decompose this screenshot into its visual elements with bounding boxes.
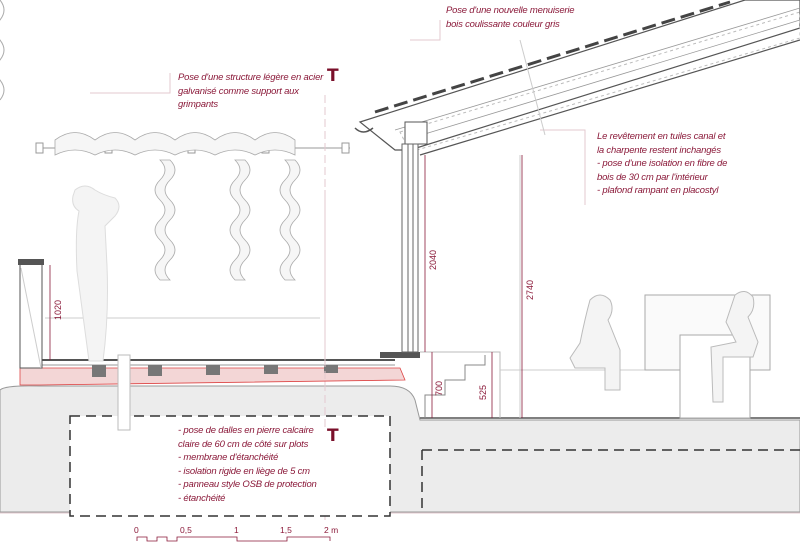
climbing-plants (0, 0, 5, 101)
dimension-ceiling: 2740 (525, 279, 535, 300)
scale-bar (136, 536, 331, 542)
pedestal (324, 365, 338, 373)
pedestal (92, 365, 106, 377)
terrace-build-up (19, 352, 420, 431)
roof (354, 0, 800, 156)
scale-label: 1,5 (280, 525, 292, 535)
scale-label: 0 (134, 525, 139, 535)
section-mark-bottom: T (327, 426, 339, 446)
scale-label: 1 (234, 525, 239, 535)
note-line: galvanisé comme support aux (178, 85, 299, 97)
note-trellis-structure: Pose d'une structure légère en acier gal… (178, 71, 323, 112)
note-line: - panneau style OSB de protection (178, 479, 317, 490)
dimension-step-low: 525 (478, 384, 488, 400)
note-line: - membrane d'étanchéité (178, 452, 279, 463)
note-line: grimpants (178, 99, 218, 110)
dimension-window: 2040 (428, 249, 438, 270)
section-mark-top: T (327, 66, 339, 86)
parapet (18, 259, 44, 369)
person-seated-silhouette (569, 294, 621, 391)
note-terrace: - pose de dalles en pierre calcaire clai… (178, 424, 317, 505)
dimension-step-high: 700 (434, 380, 444, 396)
note-line: bois coulissante couleur gris (446, 18, 560, 30)
ground-slab (0, 385, 800, 517)
dimension-parapet: 1020 (53, 299, 63, 320)
person-seated-silhouette (710, 291, 759, 403)
note-line: - pose d'une isolation en fibre de (597, 158, 728, 169)
pedestal (148, 365, 162, 376)
note-line: Pose d'une structure légère en acier (178, 72, 324, 83)
note-line: - pose de dalles en pierre calcaire (178, 425, 314, 436)
note-line: - plafond rampant en placostyl (597, 185, 719, 196)
scale-label: 0,5 (180, 525, 192, 535)
note-line: la charpente restent inchangés (597, 144, 721, 156)
note-line: claire de 60 cm de côté sur plots (178, 438, 309, 450)
dimension-lines (49, 155, 523, 418)
pedestal (264, 365, 278, 374)
person-silhouette (72, 185, 120, 362)
scale-label: 2 m (324, 525, 339, 535)
note-line: bois de 30 cm par l'intérieur (597, 171, 708, 183)
plant-foliage (54, 132, 301, 281)
note-line: Le revêtement en tuiles canal et (597, 131, 726, 142)
window-frame (401, 143, 419, 353)
note-line: - étanchéité (178, 492, 226, 504)
note-window: Pose d'une nouvelle menuiserie bois coul… (446, 4, 575, 31)
note-roof: Le revêtement en tuiles canal et la char… (597, 130, 727, 198)
note-line: Pose d'une nouvelle menuiserie (446, 5, 575, 16)
pedestal (206, 365, 220, 375)
note-line: - isolation rigide en liège de 5 cm (178, 465, 310, 477)
